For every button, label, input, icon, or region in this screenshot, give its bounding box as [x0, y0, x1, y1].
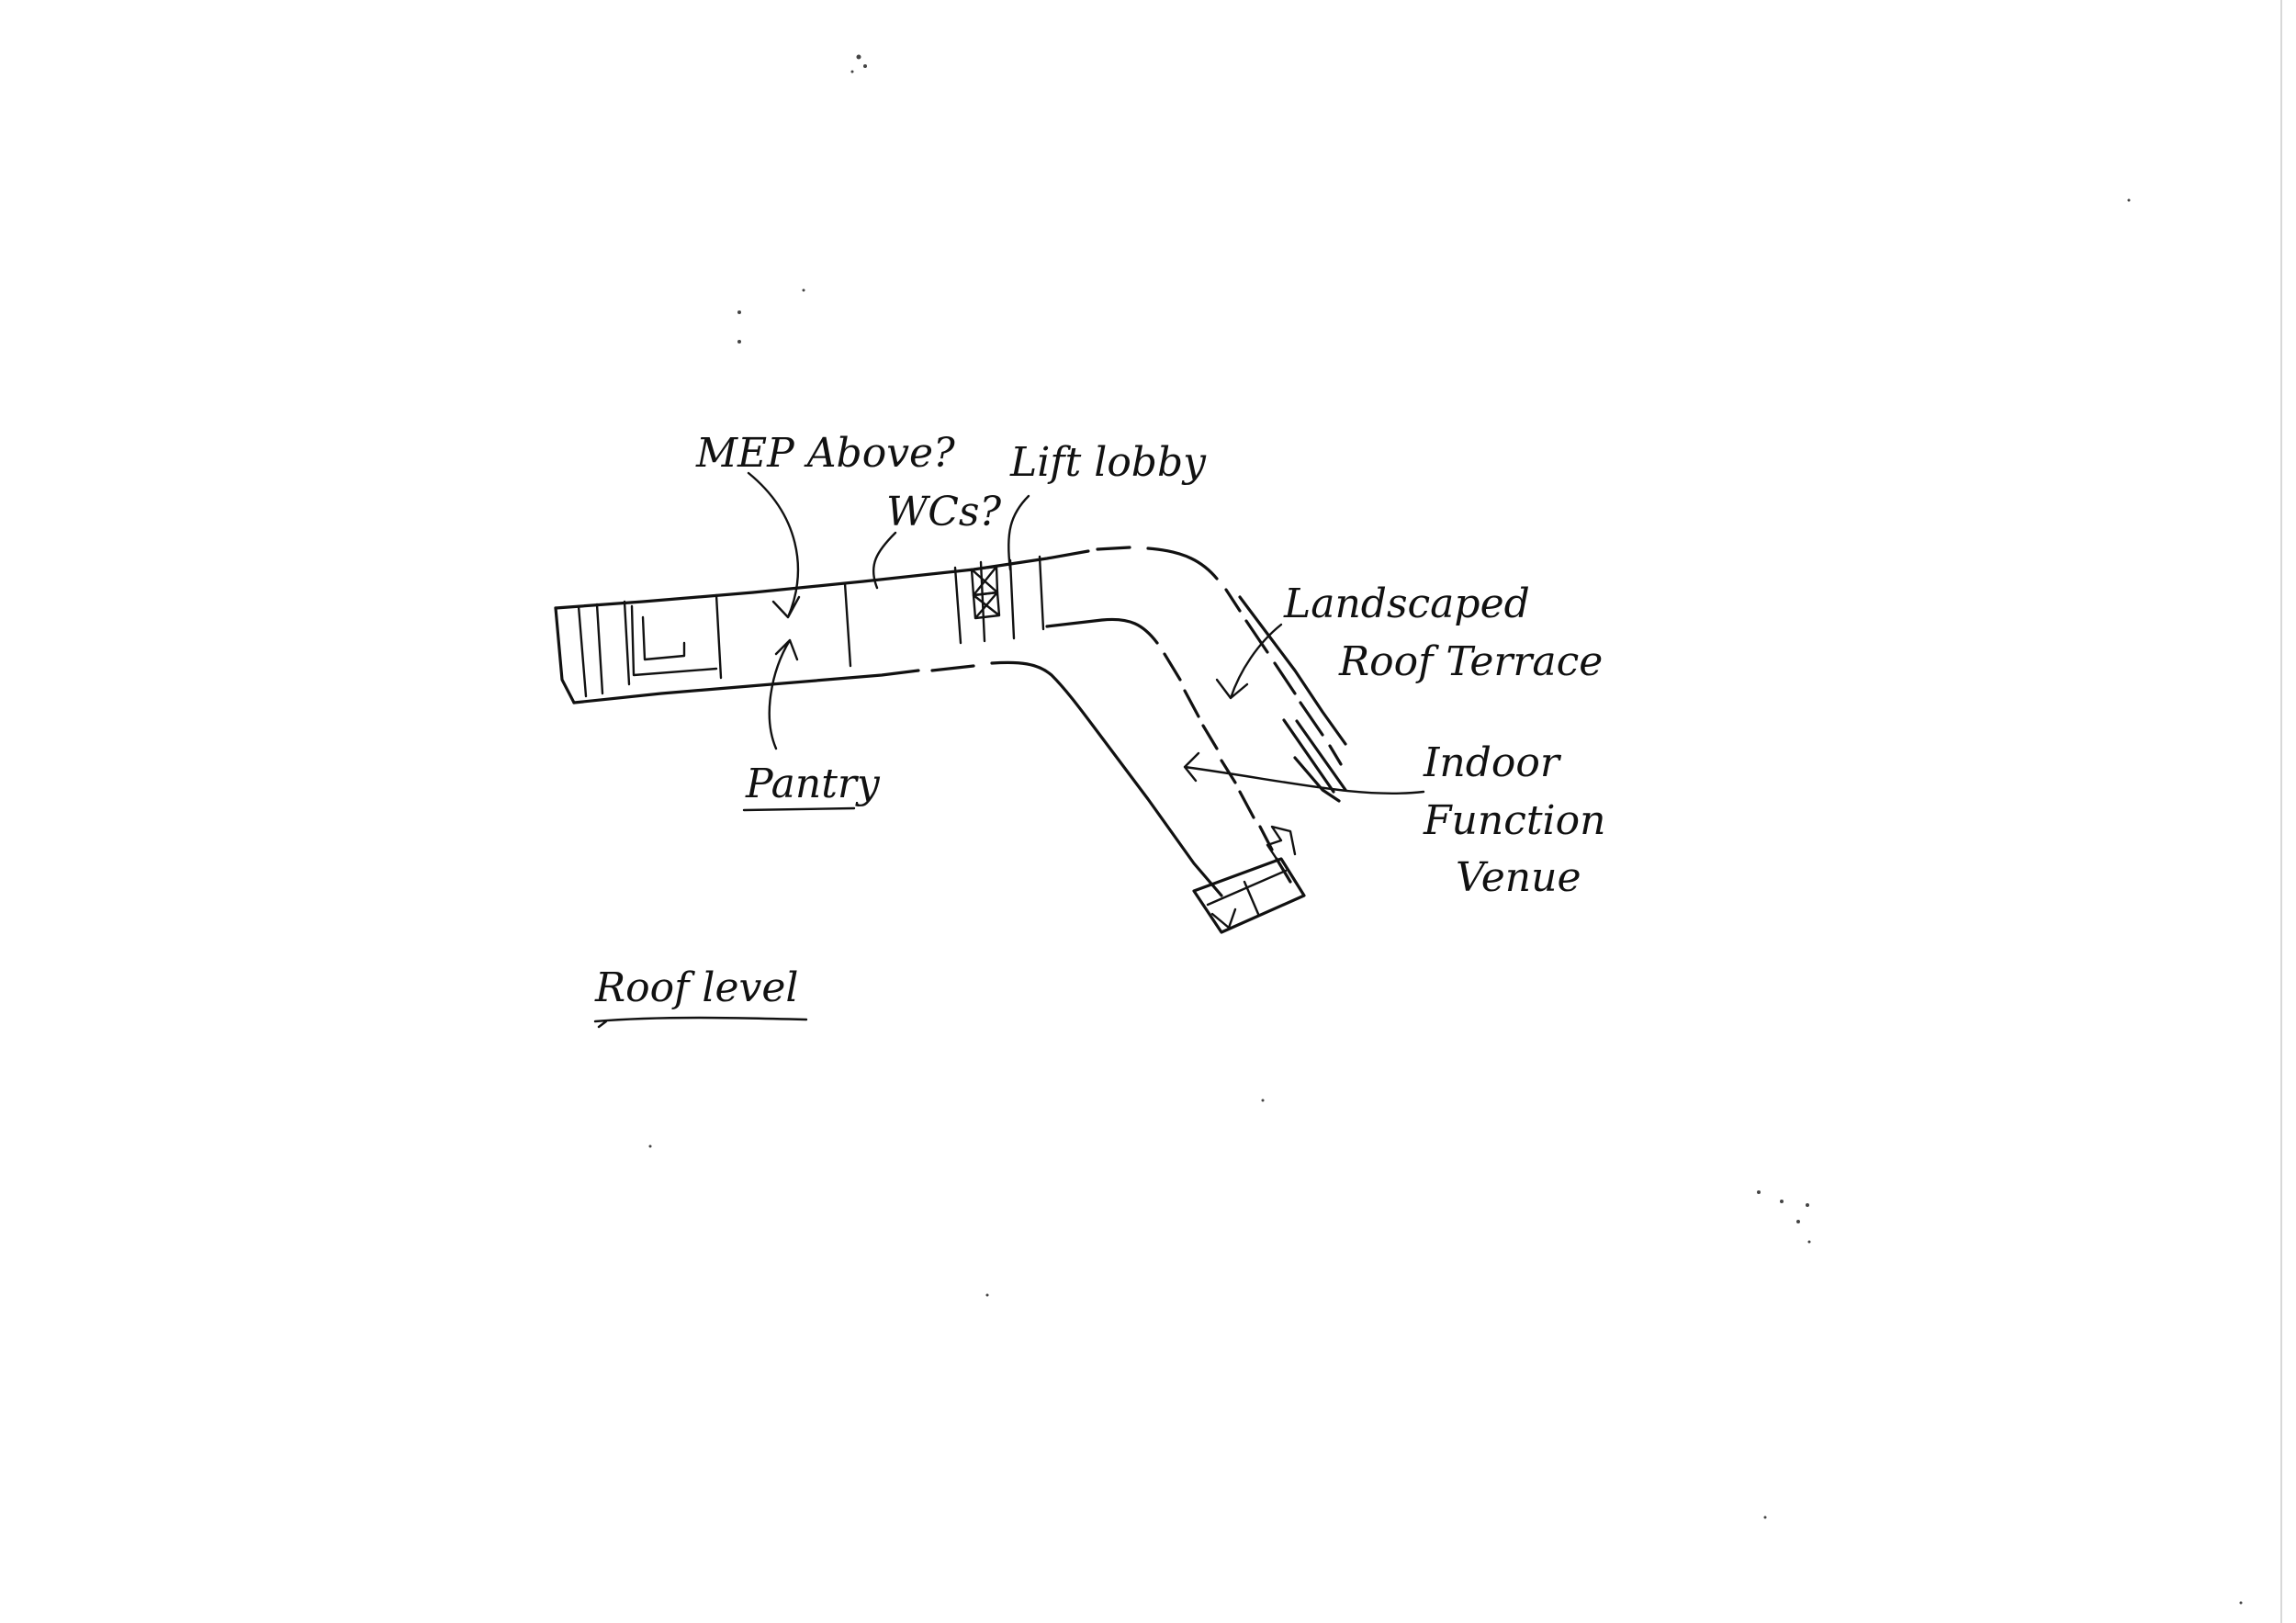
east-wing-outer-wall — [1238, 595, 1347, 746]
leader-lines — [747, 471, 1425, 795]
label-lift-lobby: Lift lobby — [1009, 439, 1207, 486]
partition-2 — [715, 593, 723, 680]
label-mep-above: MEP Above? — [695, 430, 955, 477]
venue-leader — [1183, 751, 1425, 795]
terrace-leader — [1215, 623, 1283, 700]
label-wcs: WCs? — [886, 489, 1001, 535]
label-roof-level: Roof level — [594, 964, 798, 1011]
east-wing-top-curve — [1096, 546, 1343, 766]
west-end-wall — [554, 606, 576, 704]
wcs-leader — [872, 531, 897, 590]
lift-lobby-leader — [1007, 494, 1030, 571]
label-pantry: Pantry — [745, 761, 881, 807]
east-wing-outer-edge — [1282, 718, 1347, 794]
lift-core-top — [970, 565, 999, 597]
mep-leader — [747, 471, 801, 619]
west-wing-top-edge — [554, 549, 1090, 610]
partition-3 — [843, 581, 852, 668]
pantry-leader — [768, 638, 799, 750]
building-plan — [554, 546, 1347, 934]
partition-6 — [1008, 558, 1016, 640]
east-wing-ragged-edge — [1266, 825, 1297, 861]
pantry-underline — [742, 806, 856, 812]
label-landscaped: Landscaped — [1283, 580, 1530, 627]
east-stair — [1192, 857, 1306, 934]
scan-specks — [648, 54, 2243, 1605]
partition-4 — [953, 566, 962, 645]
west-end-inner-1 — [577, 604, 588, 698]
partition-7 — [1038, 555, 1045, 631]
west-wing-bottom-edge — [572, 660, 1223, 897]
pantry-room — [630, 604, 718, 677]
label-function: Function — [1423, 797, 1605, 844]
partition-1 — [623, 600, 631, 686]
label-roof-terrace: Roof Terrace — [1338, 638, 1603, 685]
label-venue: Venue — [1456, 854, 1581, 901]
east-stair-detail — [1206, 869, 1288, 930]
east-wing-inner-edge — [1045, 617, 1292, 884]
west-end-inner-2 — [595, 603, 604, 695]
lift-core-bottom — [972, 591, 1001, 620]
east-wing-end — [1293, 756, 1341, 803]
label-indoor: Indoor — [1423, 739, 1562, 786]
roof-level-underline — [593, 1016, 808, 1029]
